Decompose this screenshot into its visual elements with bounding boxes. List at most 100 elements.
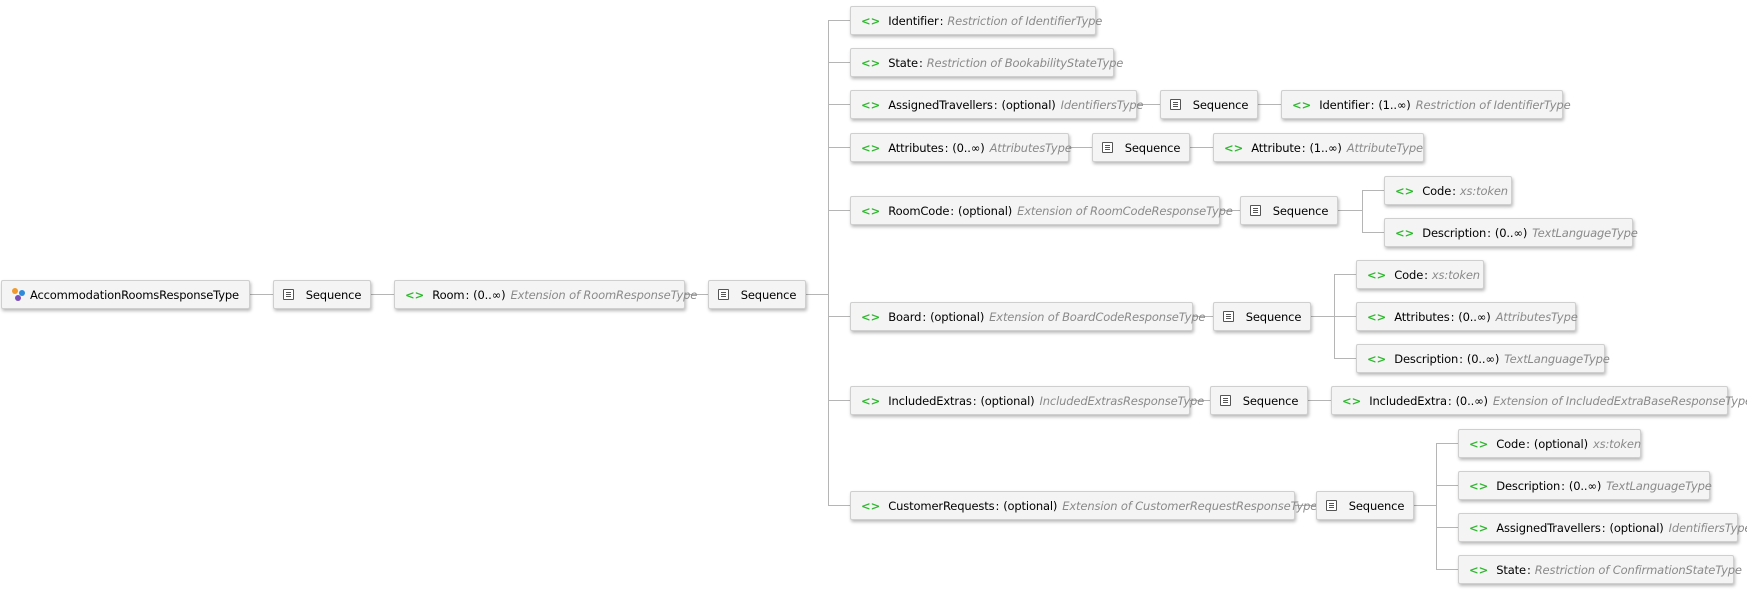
element-cardinality: (optional) [1533,436,1588,451]
element-name: Code [1496,436,1526,451]
element-node-customer-requests[interactable]: <> CustomerRequests : (optional) Extensi… [850,491,1317,520]
element-cardinality: (0..∞) [473,287,506,302]
root-type-node[interactable]: AccommodationRoomsResponseType [1,280,250,309]
element-icon: <> [1395,183,1415,198]
element-cardinality: (0..∞) [1466,351,1500,366]
element-cardinality: (optional) [1003,498,1058,513]
element-name: RoomCode [888,203,950,218]
element-icon: <> [861,97,881,112]
element-icon: <> [1469,436,1489,451]
element-icon: <> [1292,97,1312,112]
element-type: IdentifiersType [1060,97,1144,112]
element-name: Attribute [1251,140,1301,155]
element-name: Attributes [1394,309,1450,324]
element-icon: <> [1367,309,1387,324]
element-node-included-extra-sub[interactable]: <> IncludedExtra : (0..∞) Extension of I… [1331,386,1747,415]
element-node-identifier-sub[interactable]: <> Identifier : (1..∞) Restriction of Id… [1281,90,1571,119]
element-type: Restriction of IdentifierType [947,13,1103,28]
element-icon: <> [1342,393,1362,408]
element-icon: <> [1395,225,1415,240]
sequence-node-room-code[interactable]: Sequence [1240,196,1338,225]
element-cardinality: (optional) [930,309,985,324]
element-name: Room [432,287,465,302]
element-node-board[interactable]: <> Board : (optional) Extension of Board… [850,302,1205,331]
element-node-assigned-travellers[interactable]: <> AssignedTravellers : (optional) Ident… [850,90,1144,119]
element-type: TextLanguageType [1504,351,1610,366]
element-type: xs:token [1459,183,1508,198]
element-name: Description [1422,225,1487,240]
element-node-state[interactable]: <> State : Restriction of BookabilitySta… [850,48,1123,77]
element-type: Restriction of ConfirmationStateType [1534,562,1742,577]
element-cardinality: (optional) [980,393,1035,408]
element-icon: <> [861,203,881,218]
element-cardinality: (optional) [1609,520,1664,535]
element-node-board-attributes-sub[interactable]: <> Attributes : (0..∞) AttributesType [1356,302,1578,331]
element-type: IdentifiersType [1668,520,1747,535]
element-name: Code [1394,267,1424,282]
element-type: AttributeType [1346,140,1423,155]
element-type: Extension of RoomResponseType [510,287,698,302]
sequence-icon [1101,142,1113,153]
element-type: IncludedExtrasResponseType [1039,393,1205,408]
element-icon: <> [861,140,881,155]
element-node-description-sub[interactable]: <> Description : (0..∞) TextLanguageType [1384,218,1638,247]
sequence-label: Sequence [1124,140,1181,155]
element-cardinality: (0..∞) [1458,309,1491,324]
element-node-included-extras[interactable]: <> IncludedExtras : (optional) IncludedE… [850,386,1204,415]
element-node-cr-state-sub[interactable]: <> State : Restriction of ConfirmationSt… [1458,555,1742,584]
element-cardinality: (0..∞) [1455,393,1488,408]
element-node-cr-assigned-travellers-sub[interactable]: <> AssignedTravellers : (optional) Ident… [1458,513,1747,542]
sequence-node-root[interactable]: Sequence [273,280,371,309]
element-type: xs:token [1592,436,1641,451]
sequence-icon [1325,500,1337,511]
element-node-board-description-sub[interactable]: <> Description : (0..∞) TextLanguageType [1356,344,1610,373]
sequence-icon [1219,395,1231,406]
element-node-identifier[interactable]: <> Identifier : Restriction of Identifie… [850,6,1102,35]
element-cardinality: (0..∞) [1494,225,1528,240]
element-node-cr-description-sub[interactable]: <> Description : (0..∞) TextLanguageType [1458,471,1712,500]
element-icon: <> [1367,351,1387,366]
element-node-cr-code-sub[interactable]: <> Code : (optional) xs:token [1458,429,1641,458]
element-cardinality: (0..∞) [1568,478,1602,493]
element-name: Identifier [888,13,939,28]
element-cardinality: (optional) [958,203,1013,218]
sequence-label: Sequence [1245,309,1302,324]
element-icon: <> [861,55,881,70]
element-type: Extension of CustomerRequestResponseType [1062,498,1318,513]
sequence-node-board[interactable]: Sequence [1213,302,1311,331]
element-name: IncludedExtras [888,393,972,408]
sequence-label: Sequence [1348,498,1405,513]
element-icon: <> [1469,520,1489,535]
sequence-label: Sequence [305,287,362,302]
element-name: AssignedTravellers [888,97,993,112]
element-node-attributes[interactable]: <> Attributes : (0..∞) AttributesType [850,133,1072,162]
sequence-label: Sequence [1242,393,1299,408]
element-cardinality: (optional) [1001,97,1056,112]
sequence-node-room[interactable]: Sequence [708,280,806,309]
element-icon: <> [405,287,425,302]
element-icon: <> [1469,562,1489,577]
sequence-icon [282,289,294,300]
element-node-attribute-sub[interactable]: <> Attribute : (1..∞) AttributeType [1213,133,1424,162]
sequence-node-included-extras[interactable]: Sequence [1210,386,1308,415]
element-type: Extension of RoomCodeResponseType [1017,203,1233,218]
sequence-label: Sequence [1192,97,1249,112]
element-name: Description [1496,478,1561,493]
element-name: Code [1422,183,1452,198]
sequence-node-attributes[interactable]: Sequence [1092,133,1190,162]
element-node-room[interactable]: <> Room : (0..∞) Extension of RoomRespon… [394,280,697,309]
element-cardinality: (1..∞) [1378,97,1411,112]
element-node-room-code[interactable]: <> RoomCode : (optional) Extension of Ro… [850,196,1233,225]
element-icon: <> [1367,267,1387,282]
sequence-node-customer-requests[interactable]: Sequence [1316,491,1414,520]
sequence-node-assigned-travellers[interactable]: Sequence [1160,90,1258,119]
element-icon: <> [861,498,881,513]
element-node-code-sub[interactable]: <> Code : xs:token [1384,176,1512,205]
element-name: Description [1394,351,1459,366]
root-type-label: AccommodationRoomsResponseType [29,287,239,302]
element-name: State [1496,562,1526,577]
element-name: AssignedTravellers [1496,520,1601,535]
element-node-board-code-sub[interactable]: <> Code : xs:token [1356,260,1484,289]
element-type: TextLanguageType [1532,225,1638,240]
